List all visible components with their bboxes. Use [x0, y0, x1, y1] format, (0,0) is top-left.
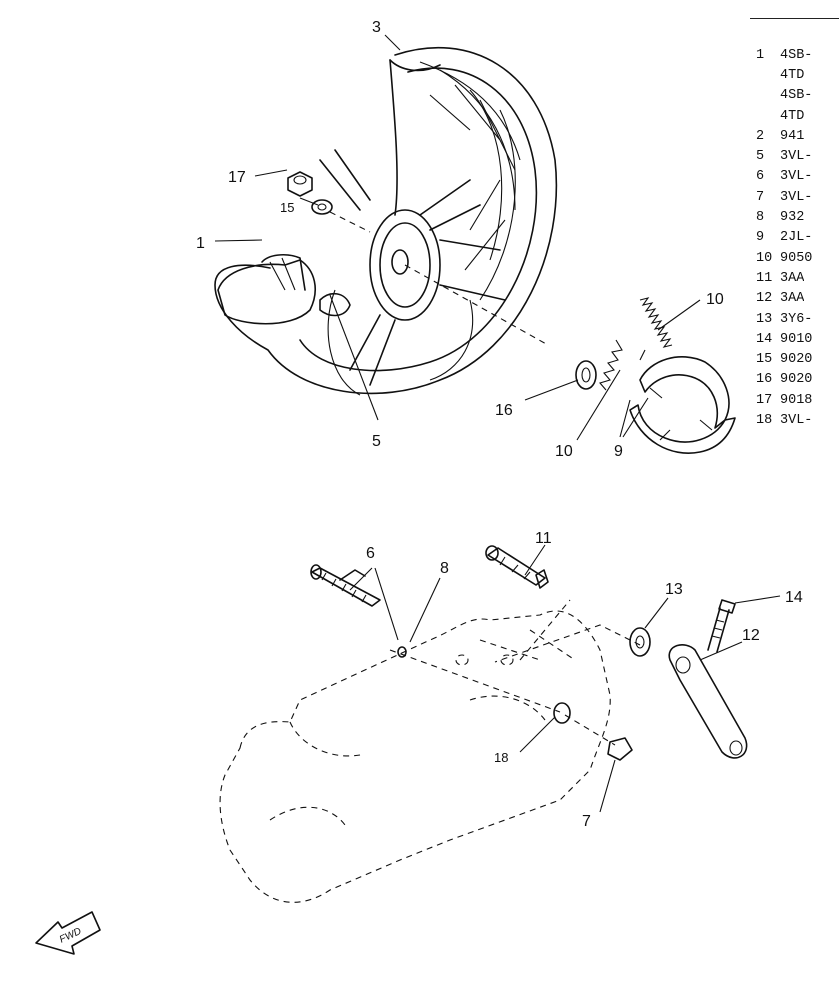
part-number: 3Y6- [780, 311, 813, 327]
part-ref-number: 13 [756, 311, 773, 327]
washer-part-15 [311, 199, 333, 215]
parts-list-row: 14 9010 [750, 329, 839, 349]
callout-14: 14 [785, 589, 803, 606]
parts-list-row: 7 3VL- [750, 187, 839, 207]
part-number: 9020 [780, 352, 813, 368]
part-number: 4TD [780, 67, 805, 83]
parts-list-row: 4TD [750, 106, 839, 126]
spring-part-10-lower [599, 339, 623, 391]
callout-9: 9 [614, 443, 623, 460]
axle-line [404, 264, 549, 346]
parts-list-row: 13 3Y6- [750, 309, 839, 329]
part-number: 4SB- [780, 88, 813, 104]
part-number: 3VL- [780, 189, 813, 205]
part-ref-number: 2 [756, 128, 765, 144]
parts-list-row: 11 3AA [750, 268, 839, 288]
callout-5: 5 [372, 433, 381, 450]
wheel-hub [319, 149, 506, 396]
shaft-part-6 [310, 564, 381, 607]
callout-7: 7 [582, 813, 591, 830]
part-ref-number: 14 [756, 331, 773, 347]
part-ref-number: 11 [756, 270, 773, 286]
part-ref-number: 1 [756, 47, 765, 63]
part-ref-number: 17 [756, 392, 773, 408]
part-number: 4TD [780, 108, 805, 124]
part-ref-number: 10 [756, 250, 773, 266]
callout-18: 18 [494, 750, 508, 765]
part-ref-number: 8 [756, 210, 765, 226]
part-number: 3VL- [780, 149, 813, 165]
callout-6: 6 [366, 545, 375, 562]
part-ref-number: 6 [756, 169, 765, 185]
callout-10-lower: 10 [555, 443, 573, 460]
callout-15: 15 [280, 200, 294, 215]
parts-list-row: 18 3VL- [750, 410, 839, 430]
part-ref-number: 16 [756, 372, 773, 388]
part-number: 3AA [780, 291, 805, 307]
parts-list-row: 17 9018 [750, 390, 839, 410]
nut-part-17 [287, 171, 313, 197]
plate-part-13 [629, 627, 651, 657]
parts-list-row: 4SB- [750, 86, 839, 106]
callout-10-upper: 10 [706, 291, 724, 308]
part-number: 9010 [780, 331, 813, 347]
bolt-part-14 [707, 599, 736, 653]
part-number: 2JL- [780, 230, 813, 246]
part-number: 932 [780, 210, 805, 226]
part-number: 3AA [780, 270, 805, 286]
o-ring-part-8 [397, 646, 407, 658]
cam-part-11 [485, 545, 549, 589]
seal-part-7 [607, 737, 633, 761]
tire-section-part-1 [217, 253, 316, 325]
brake-lever-part-12 [668, 644, 748, 759]
parts-list-row: 15 9020 [750, 349, 839, 369]
part-number: 9020 [780, 372, 813, 388]
callout-11: 11 [535, 530, 552, 547]
callout-13: 13 [665, 581, 683, 598]
part-ref-number: 18 [756, 412, 773, 428]
callout-3: 3 [372, 19, 381, 36]
parts-list-row: 5 3VL- [750, 146, 839, 166]
callout-17: 17 [228, 169, 246, 186]
callout-16: 16 [495, 402, 513, 419]
part-ref-number: 12 [756, 291, 773, 307]
part-ref-number: 5 [756, 149, 765, 165]
parts-list-row: 10 9050 [750, 248, 839, 268]
parts-list-row: 6 3VL- [750, 167, 839, 187]
parts-list-row: 12 3AA [750, 289, 839, 309]
parts-list-row: 8 932 [750, 207, 839, 227]
callout-1: 1 [196, 235, 205, 252]
spring-part-10-upper [639, 297, 673, 361]
parts-list-row: 1 4SB- [750, 45, 839, 65]
parts-list-row: 16 9020 [750, 370, 839, 390]
part-number: 941 [780, 128, 805, 144]
part-number: 9018 [780, 392, 813, 408]
part-number: 3VL- [780, 412, 813, 428]
part-number: 4SB- [780, 47, 813, 63]
parts-list-row: 4TD [750, 65, 839, 85]
part-ref-number: 9 [756, 230, 765, 246]
tire-part-3 [214, 46, 558, 395]
seal-part-18 [553, 702, 571, 724]
callout-8: 8 [440, 560, 449, 577]
callout-12: 12 [742, 627, 760, 644]
parts-list-row: 2 941 [750, 126, 839, 146]
crankcase-outline [219, 599, 641, 903]
leader-lines [214, 34, 781, 813]
part-ref-number: 15 [756, 352, 773, 368]
fwd-arrow-icon: FWD [35, 911, 101, 955]
washer-part-16 [575, 360, 597, 390]
brake-shoes-part-9 [629, 356, 736, 454]
part-ref-number: 7 [756, 189, 765, 205]
part-number: 9050 [780, 250, 813, 266]
part-number: 3VL- [780, 169, 813, 185]
parts-list-row: 9 2JL- [750, 228, 839, 248]
